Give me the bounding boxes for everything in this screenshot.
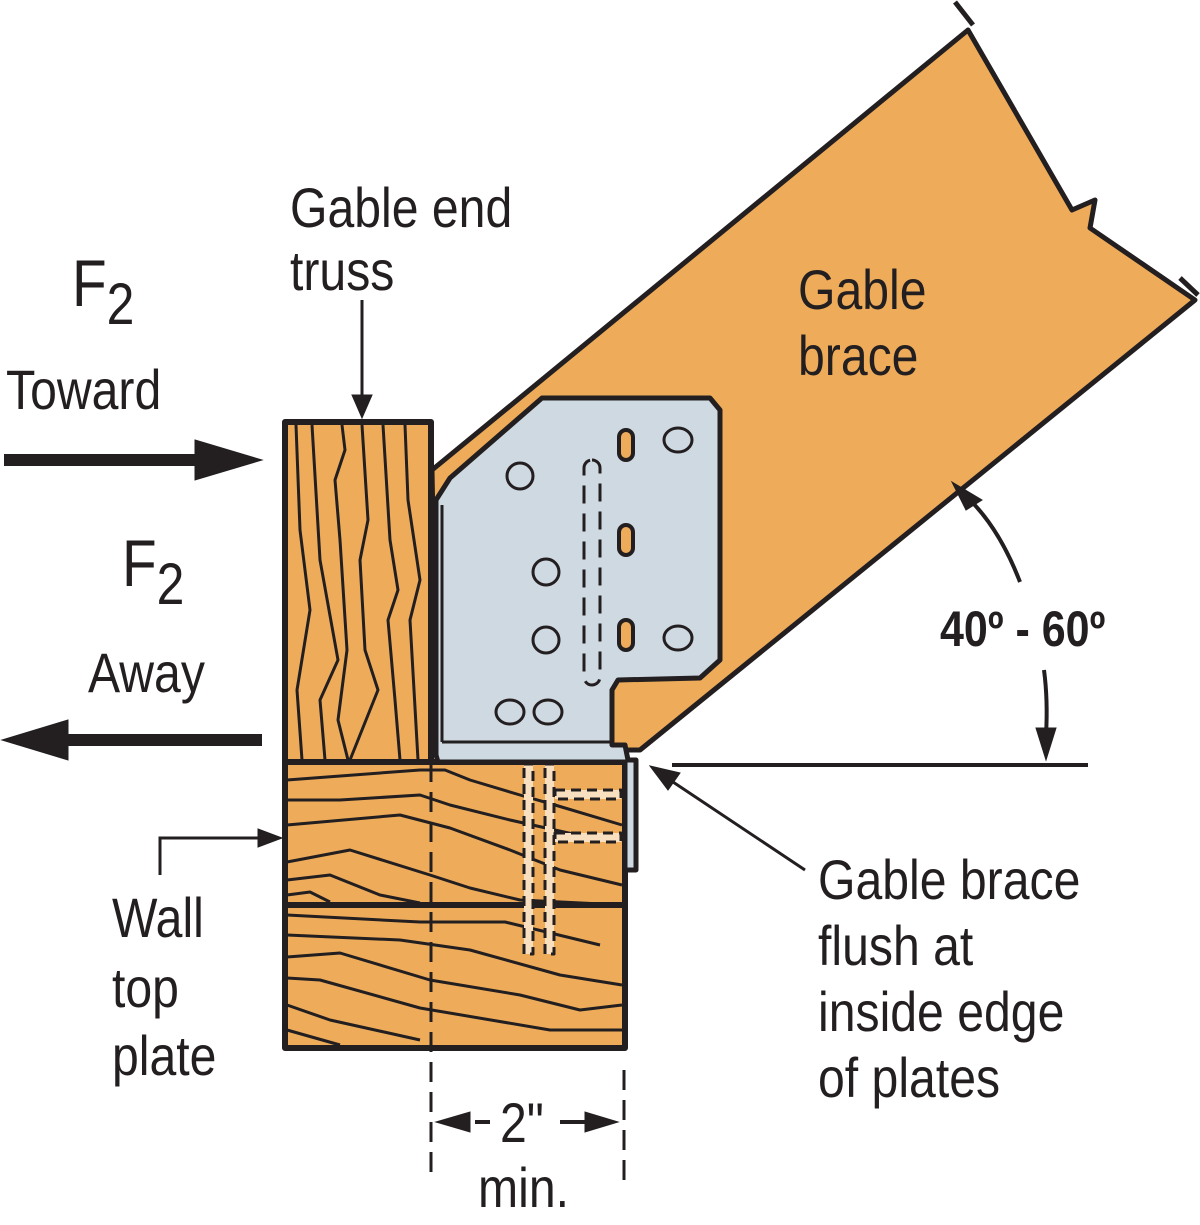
arrow-flush-note (648, 765, 681, 791)
arrow-dim-left (434, 1111, 471, 1133)
arrow-left-away (0, 719, 69, 761)
truss-wood-grain (294, 424, 422, 761)
label-min-distance-unit: min. (478, 1156, 569, 1219)
arrow-right-toward (194, 439, 264, 481)
label-wall-top-plate-line1: Wall (112, 886, 204, 949)
label-flush-note-line3: inside edge (818, 980, 1065, 1043)
label-angle-range: 40º - 60º (940, 601, 1106, 657)
label-gable-brace-line2: brace (798, 324, 919, 387)
label-wall-top-plate-line2: top (112, 956, 179, 1019)
label-force-away: Away (88, 641, 205, 704)
label-min-distance-value: 2" (500, 1091, 544, 1154)
label-force-toward-symbol: F2 (72, 246, 135, 337)
arrow-gable-end-truss (351, 394, 373, 420)
connector-holes (505, 458, 602, 687)
connector-bolts (494, 426, 694, 726)
label-force-away-symbol: F2 (122, 526, 185, 617)
nails (522, 762, 623, 956)
label-flush-note-line2: flush at (818, 914, 974, 977)
label-gable-end-truss-line1: Gable end (290, 176, 513, 239)
label-flush-note-line1: Gable brace (818, 848, 1081, 911)
connector-slots (617, 428, 635, 652)
steel-connector (433, 395, 723, 873)
label-gable-end-truss-line2: truss (290, 239, 395, 302)
label-wall-top-plate-line3: plate (112, 1024, 217, 1087)
arrow-angle-lower (1035, 727, 1057, 762)
label-flush-note-line4: of plates (818, 1046, 1001, 1109)
arrow-angle-upper (950, 480, 983, 511)
arrow-wall-top-plate (257, 828, 284, 848)
label-force-toward: Toward (6, 358, 162, 421)
arrow-dim-right (584, 1111, 620, 1133)
label-gable-brace-line1: Gable (798, 258, 927, 321)
